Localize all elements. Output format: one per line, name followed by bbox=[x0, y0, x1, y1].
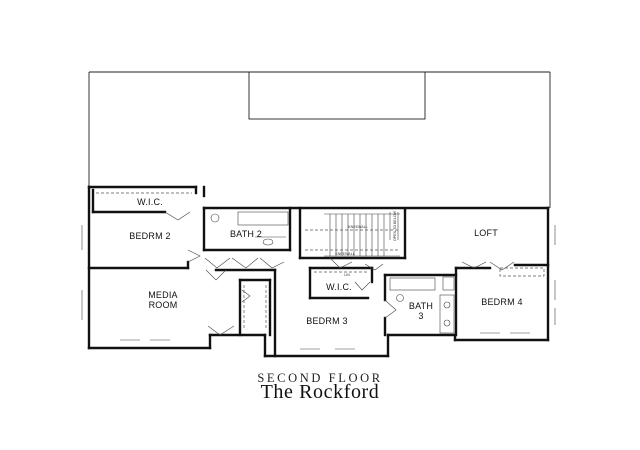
plan-notes: KNEEWALL KNEEWALL LIN OPEN TO BELOW bbox=[335, 210, 397, 277]
sink-bath3-b bbox=[443, 319, 451, 327]
doors bbox=[164, 211, 515, 336]
room-label-wic-top: W.I.C. bbox=[137, 197, 163, 207]
sink-bath3-a bbox=[443, 301, 451, 309]
room-label-bath2: BATH 2 bbox=[230, 229, 262, 239]
bathtub-bath2 bbox=[237, 211, 289, 226]
room-label-wic-mid: W.I.C. bbox=[326, 282, 352, 292]
note-stair-side: OPEN TO BELOW bbox=[393, 210, 397, 241]
room-label-bedrm2: BEDRM 2 bbox=[129, 231, 170, 241]
staircase bbox=[324, 212, 400, 257]
bathtub-bath3 bbox=[389, 277, 436, 291]
roof-dormer bbox=[248, 71, 426, 120]
sink-bath2 bbox=[262, 238, 274, 246]
vanity-bath3 bbox=[439, 294, 455, 334]
toilet-bath3 bbox=[396, 294, 404, 302]
toilet-bath2 bbox=[210, 213, 220, 223]
room-label-media-line2: ROOM bbox=[149, 300, 178, 310]
room-label-bath3-line2: 3 bbox=[418, 311, 423, 321]
room-label-media-line1: MEDIA bbox=[148, 290, 178, 300]
plan-title: The Rockford bbox=[260, 381, 380, 403]
room-label-bath3-line1: BATH bbox=[409, 301, 433, 311]
linen-bath3 bbox=[442, 276, 455, 291]
room-label-bedrm4: BEDRM 4 bbox=[481, 297, 522, 307]
windows bbox=[81, 225, 556, 350]
note-kneewall-lower: KNEEWALL bbox=[335, 252, 354, 256]
room-label-loft: LOFT bbox=[474, 228, 498, 238]
note-linen: LIN bbox=[344, 273, 350, 277]
floor-caption: SECOND FLOOR bbox=[257, 371, 383, 385]
fixtures bbox=[96, 192, 545, 334]
note-kneewall-upper: KNEEWALL bbox=[348, 225, 367, 229]
walls bbox=[87, 185, 550, 358]
room-labels: W.I.C. BEDRM 2 BATH 2 LOFT MEDIA ROOM W.… bbox=[129, 197, 522, 326]
closet-bedrm4 bbox=[499, 267, 545, 277]
room-label-bedrm3: BEDRM 3 bbox=[306, 316, 347, 326]
roof-outline bbox=[88, 71, 551, 208]
